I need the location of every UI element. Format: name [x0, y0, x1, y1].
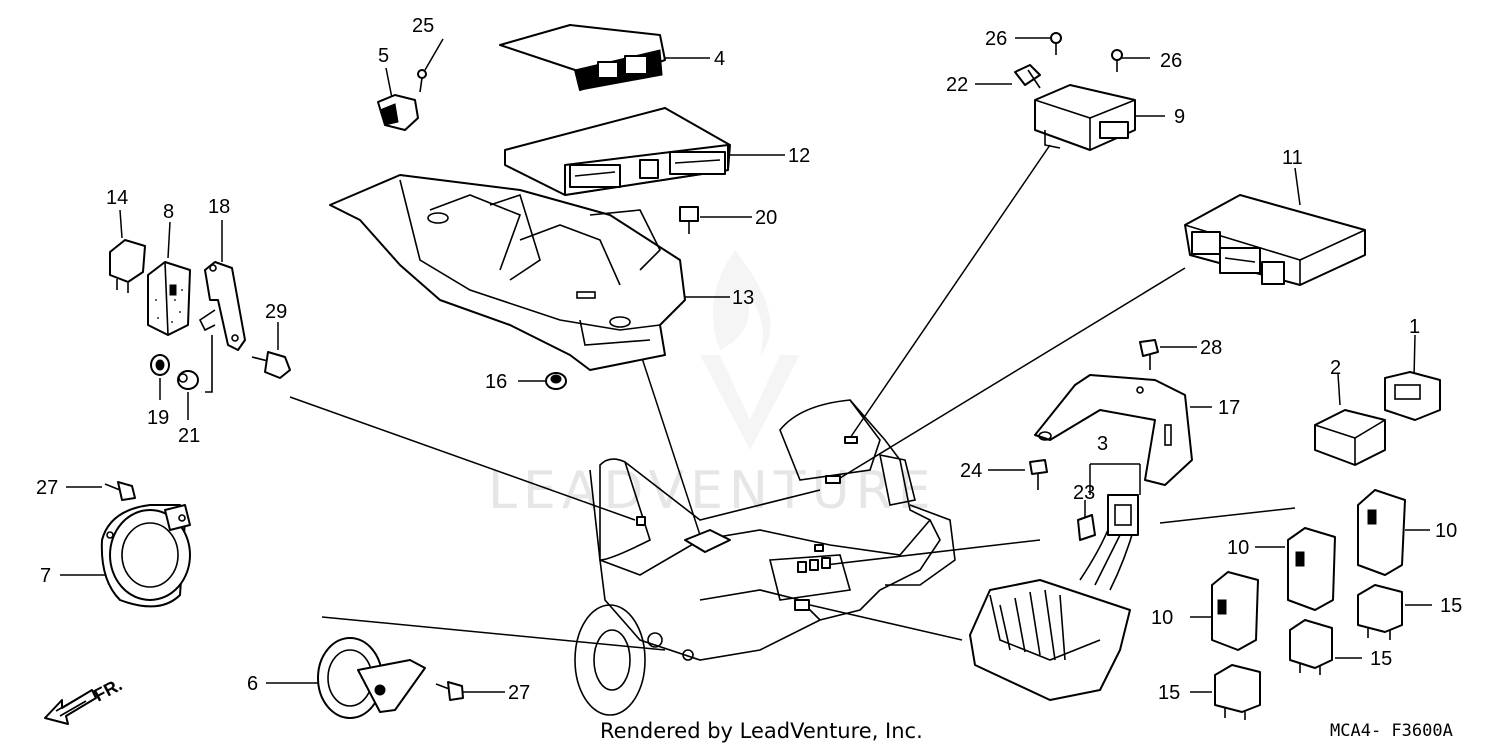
watermark-logo	[700, 250, 800, 450]
callout-15-right: 15	[1440, 595, 1462, 617]
part-10-relay-left	[1211, 571, 1259, 651]
callout-11: 11	[1282, 147, 1303, 169]
callout-10-middle: 10	[1227, 537, 1249, 559]
part-2-unit	[1314, 409, 1386, 466]
callout-22: 22	[946, 74, 968, 96]
callout-10-right: 10	[1435, 520, 1457, 542]
callout-10-left: 10	[1151, 607, 1173, 629]
part-8-relay-box	[147, 261, 191, 336]
leader-lines	[60, 37, 1432, 693]
callout-26-right: 26	[1160, 50, 1182, 72]
callout-23: 23	[1073, 482, 1095, 504]
callout-numbers: 25 5 4 12 20 13 16 14 8 18 29 19 21 27 7…	[36, 15, 1462, 704]
part-14-relay	[109, 239, 146, 293]
callout-1: 1	[1409, 316, 1420, 338]
part-16-grommet	[545, 372, 567, 390]
callout-19: 19	[147, 407, 169, 429]
part-26-screw-left	[1050, 32, 1062, 55]
callout-17: 17	[1218, 397, 1240, 419]
callout-24: 24	[960, 460, 982, 482]
rendered-by-credit: Rendered by LeadVenture, Inc.	[600, 719, 923, 743]
part-28-bolt	[1139, 339, 1159, 370]
part-3-regulator-rectifier	[969, 494, 1139, 701]
callout-21: 21	[178, 425, 200, 447]
part-15-relay-middle	[1289, 619, 1333, 675]
callout-15-left: 15	[1158, 682, 1180, 704]
part-11-ecu	[1184, 194, 1366, 286]
front-direction-arrow	[44, 689, 97, 725]
part-4-control-module	[499, 24, 666, 91]
callout-8: 8	[163, 201, 174, 223]
part-5-sensor	[377, 69, 427, 131]
part-19-nut	[150, 354, 170, 376]
part-27-bolt-upper	[104, 481, 136, 501]
part-26-screw-right	[1111, 49, 1123, 72]
part-7-horn	[100, 504, 191, 608]
part-17-bracket	[1034, 374, 1193, 486]
part-29-bolt	[251, 351, 291, 379]
motorcycle-outline	[574, 399, 956, 716]
callout-6: 6	[247, 673, 258, 695]
callout-25: 25	[412, 15, 434, 37]
part-18-bracket	[198, 261, 246, 393]
callout-27-lower: 27	[508, 682, 530, 704]
part-6-horn	[317, 637, 426, 719]
callout-14: 14	[106, 187, 128, 209]
callout-13: 13	[732, 287, 754, 309]
callout-3: 3	[1097, 433, 1108, 455]
front-direction-label: FR.	[90, 674, 125, 705]
callout-5: 5	[378, 45, 389, 67]
part-10-relay-middle	[1287, 527, 1336, 611]
part-13-tray	[329, 174, 686, 371]
watermark-text: LEADVENTURE	[488, 461, 937, 521]
part-9-module	[1034, 84, 1136, 151]
callout-2: 2	[1330, 357, 1341, 379]
part-21-collar	[177, 370, 199, 390]
callout-29: 29	[265, 301, 287, 323]
part-10-relay-right	[1357, 489, 1406, 576]
callout-28: 28	[1200, 337, 1222, 359]
diagram-reference-code: MCA4- F3600A	[1330, 721, 1453, 741]
callout-7: 7	[40, 565, 51, 587]
callout-16: 16	[485, 371, 507, 393]
part-23-clip	[1077, 514, 1096, 541]
part-27-bolt-lower	[435, 681, 464, 701]
part-1-cover	[1384, 371, 1441, 421]
callout-15-middle: 15	[1370, 648, 1392, 670]
callout-4: 4	[714, 48, 725, 70]
callout-27-upper: 27	[36, 477, 58, 499]
part-15-relay-right	[1357, 584, 1403, 640]
part-15-relay-left	[1214, 664, 1261, 720]
callout-26-left: 26	[985, 28, 1007, 50]
callout-12: 12	[788, 145, 810, 167]
callout-18: 18	[208, 196, 230, 218]
part-12-ecu	[504, 107, 731, 196]
callout-9: 9	[1174, 106, 1185, 128]
part-22-clip	[1014, 64, 1041, 89]
callout-20: 20	[755, 207, 777, 229]
part-20-bolt	[679, 206, 699, 234]
part-24-bolt	[1029, 459, 1048, 490]
